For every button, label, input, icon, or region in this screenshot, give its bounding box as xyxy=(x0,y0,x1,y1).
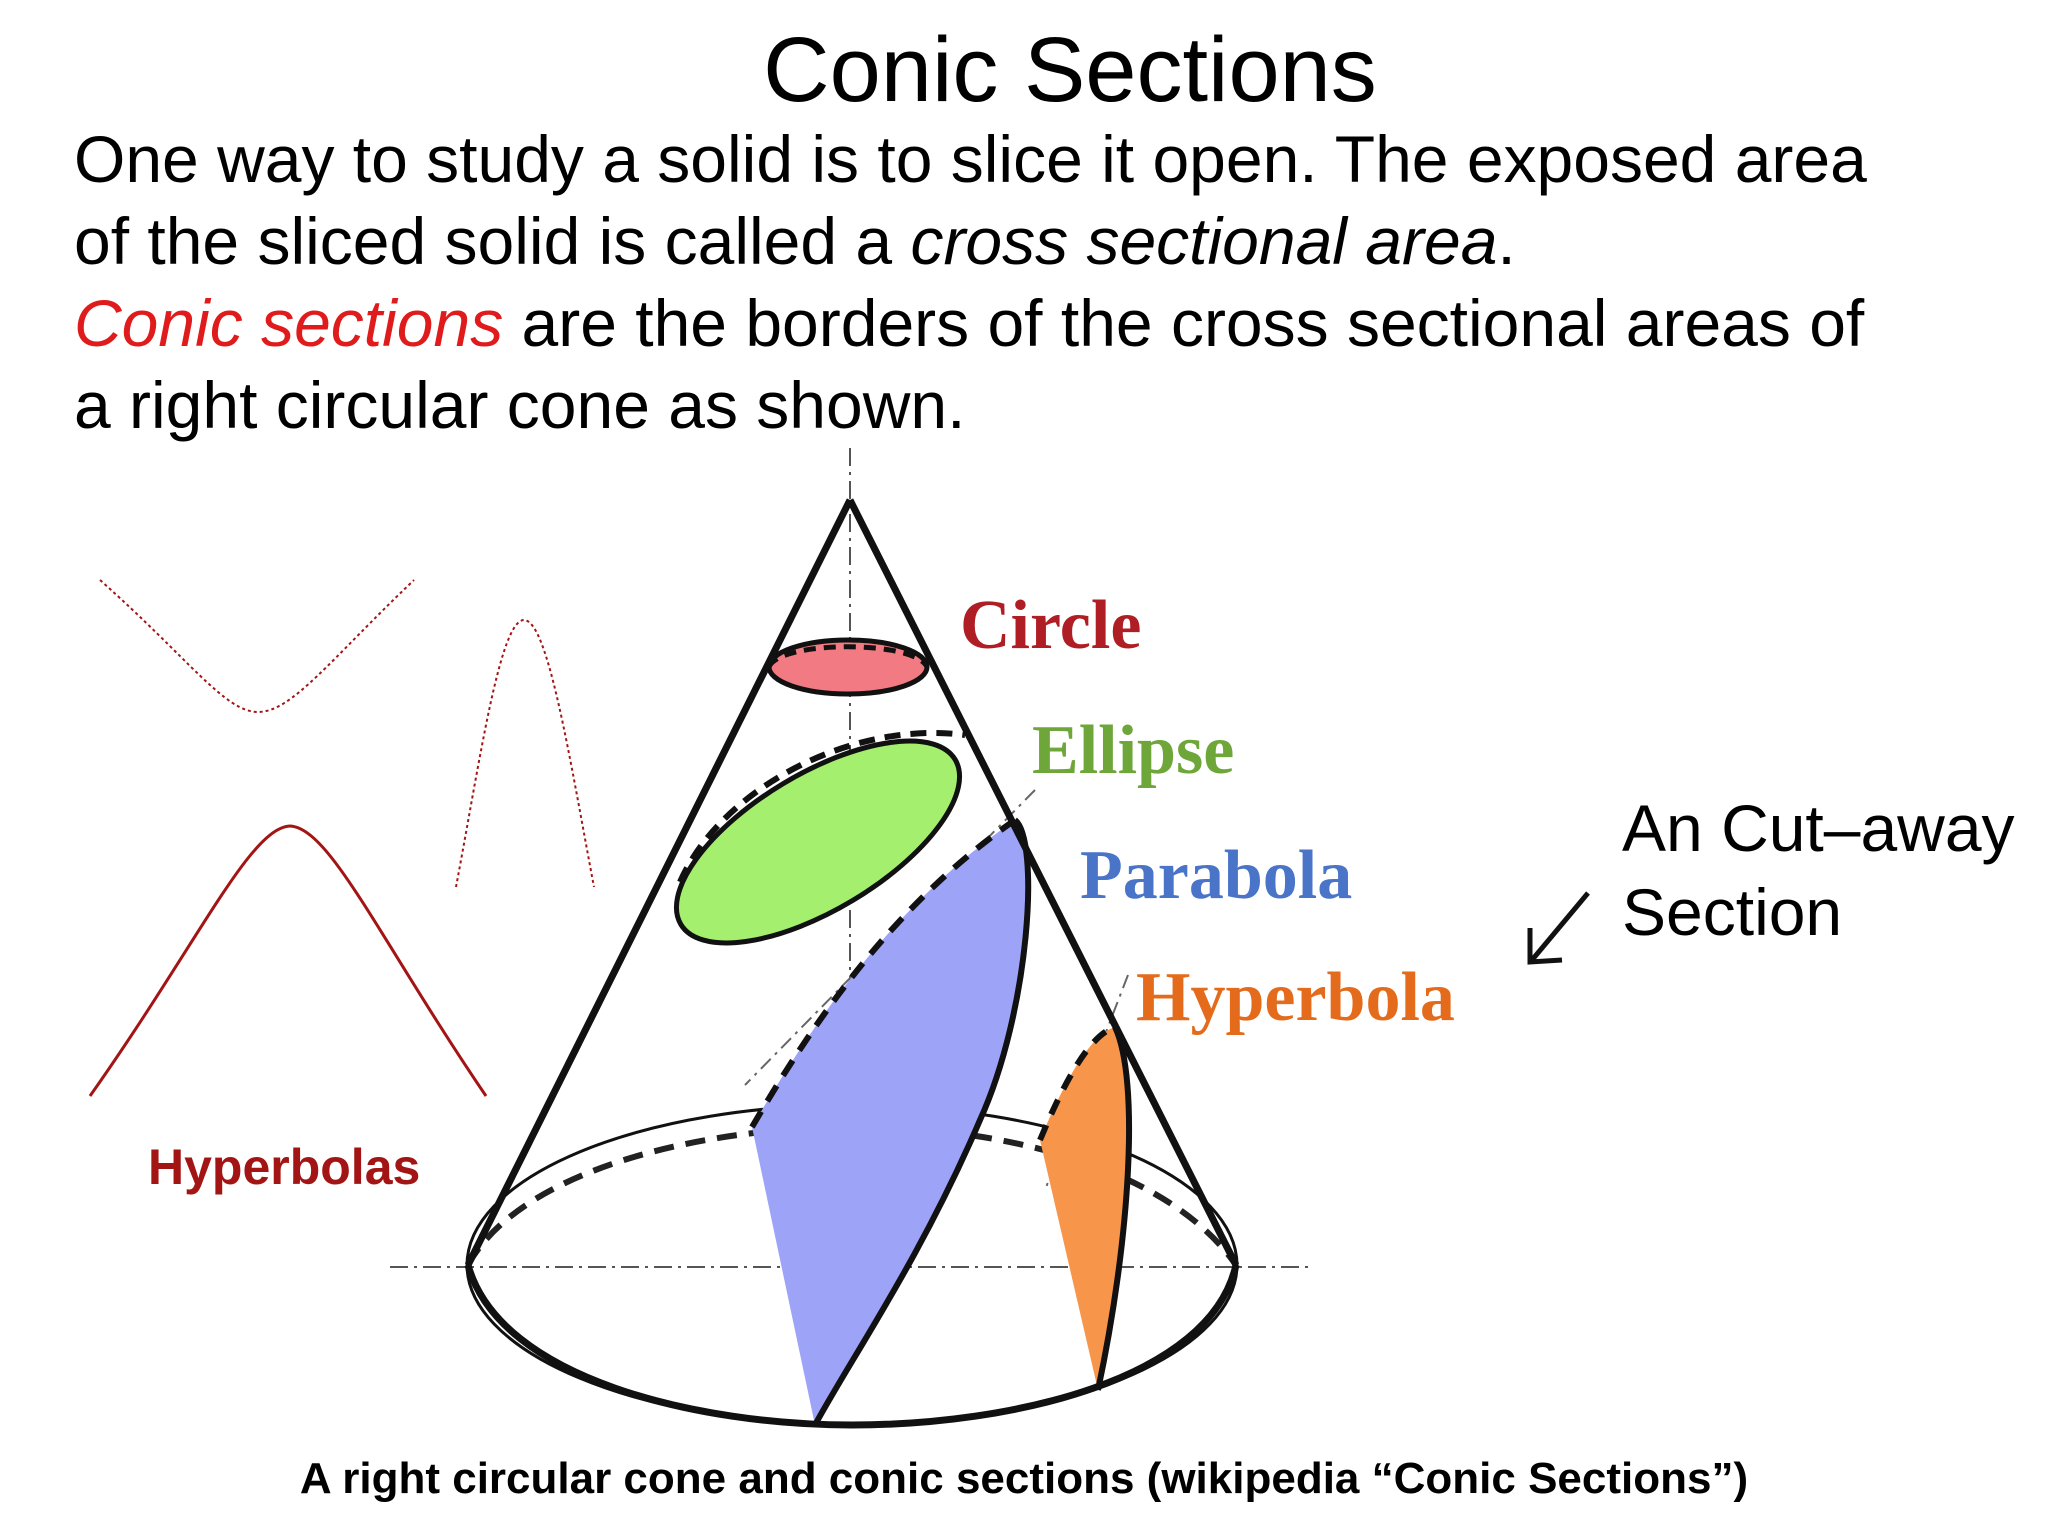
hyperbola-left-edge-dashed xyxy=(1037,1024,1117,1142)
cutaway-line-2: Section xyxy=(1622,875,1843,949)
cone-base-front-arc xyxy=(464,1264,1240,1429)
hyperbola-curve-vertical xyxy=(455,618,595,888)
intro-line-2: of the sliced solid is called a cross se… xyxy=(74,200,2034,282)
conic-sections-term: Conic sections xyxy=(74,286,504,360)
cone-left-side xyxy=(464,498,854,1267)
hyperbola-curve-lower-left xyxy=(88,824,488,1097)
parabola-section xyxy=(752,820,1029,1425)
slide-title: Conic Sections xyxy=(763,19,1377,121)
cross-sectional-area-term: cross sectional area xyxy=(910,204,1498,278)
hyperbola-section xyxy=(1040,1027,1130,1390)
circle-label: Circle xyxy=(960,587,1141,664)
intro-line-3-rest: are the borders of the cross sectional a… xyxy=(503,286,1865,360)
circle-upper-edge-dashed xyxy=(766,644,930,669)
figure-caption: A right circular cone and conic sections… xyxy=(299,1454,1749,1503)
cutaway-line-1: An Cut–away xyxy=(1622,791,2015,865)
ellipse-section xyxy=(673,738,963,946)
hyperbola-right-edge xyxy=(1095,1025,1133,1391)
intro-line-4: a right circular cone as shown. xyxy=(74,368,966,442)
intro-line-1: One way to study a solid is to slice it … xyxy=(74,122,1867,196)
intro-line-3: Conic sections are the borders of the cr… xyxy=(74,282,2034,364)
cutaway-note: An Cut–away Section xyxy=(1622,786,2015,954)
intro-line-2-end: . xyxy=(1497,204,1516,278)
ellipse-upper-edge-dashed xyxy=(677,729,966,884)
ellipse-label: Ellipse xyxy=(1032,712,1234,789)
hyperbola-label: Hyperbola xyxy=(1136,959,1455,1036)
cone-right-side xyxy=(846,498,1240,1267)
hyperbola-curve-upper-left xyxy=(99,579,415,714)
hyperbolas-label: Hyperbolas xyxy=(148,1139,421,1195)
hyperbola-axis-line xyxy=(1044,974,1129,1191)
intro-paragraph: One way to study a solid is to slice it … xyxy=(74,118,2034,446)
intro-line-2-start: of the sliced solid is called a xyxy=(74,204,911,278)
parabola-right-edge xyxy=(812,817,1032,1427)
arrow-icon xyxy=(1527,891,1590,965)
parabola-label: Parabola xyxy=(1080,837,1352,914)
